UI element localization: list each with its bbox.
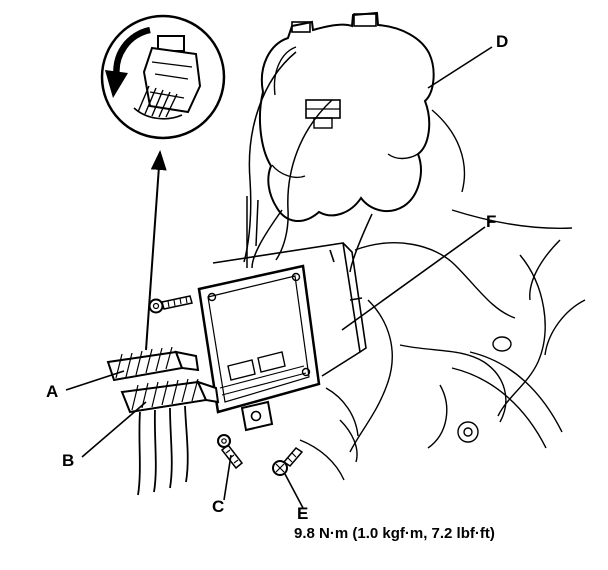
wire-hatching [133, 85, 183, 120]
callout-label-d: D [496, 32, 509, 51]
connector-a [106, 346, 200, 382]
leader-line-c [223, 454, 232, 501]
connector-closeup [133, 35, 202, 120]
leader-line-e [284, 473, 304, 509]
callout-label-e: E [297, 504, 309, 523]
leader-line-d [427, 46, 493, 89]
connector-b [120, 378, 220, 414]
module-mounting-tab [240, 400, 274, 432]
detail-callout-circle [100, 14, 226, 140]
magnify-pointer-arrow [145, 150, 167, 351]
ecm-module [197, 264, 321, 432]
callout-label-c: C [212, 497, 225, 516]
cover-part-d [258, 11, 435, 222]
callout-label-b: B [62, 451, 75, 470]
callout-label-a: A [46, 382, 59, 401]
leader-line-a [65, 370, 125, 391]
leader-line-b [81, 401, 147, 458]
torque-spec-note: 9.8 N·m (1.0 kgf·m, 7.2 lbf·ft) [294, 525, 495, 542]
leader-line-f [341, 226, 486, 331]
callout-label-f: F [486, 212, 497, 231]
mounting-bracket [212, 242, 367, 377]
bolt-c [217, 434, 244, 470]
bolt-upper-left [148, 295, 193, 314]
rotation-arrow-icon [105, 26, 151, 98]
wiring-harness-lines [243, 51, 373, 273]
engine-background-lines [299, 109, 586, 481]
bolt-e [272, 447, 304, 476]
wire-bundle [137, 405, 189, 496]
